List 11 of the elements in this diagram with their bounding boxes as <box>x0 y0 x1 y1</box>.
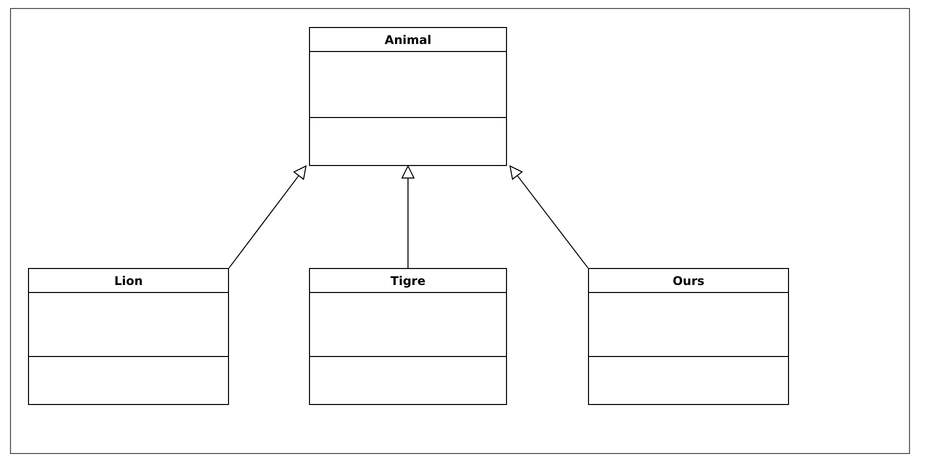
generalization-arrow <box>228 166 306 268</box>
class-box <box>309 27 507 166</box>
generalization-arrow <box>510 166 588 268</box>
generalization-arrow <box>402 166 414 268</box>
class-box <box>28 268 229 405</box>
class-name: Lion <box>114 274 143 288</box>
class-box <box>588 268 789 405</box>
class-name: Animal <box>384 32 432 46</box>
class-box <box>309 268 507 405</box>
class-name: Tigre <box>390 274 426 288</box>
class-name: Ours <box>672 274 704 288</box>
